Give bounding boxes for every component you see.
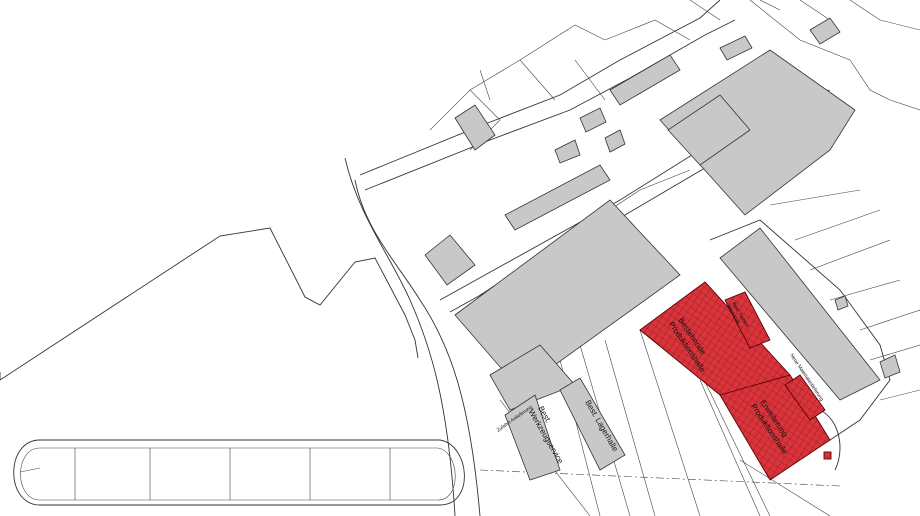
building-upper-strip-4 <box>604 129 626 153</box>
existing-buildings <box>424 17 901 481</box>
building-upper-box <box>454 104 496 151</box>
building-top-small <box>719 35 753 61</box>
building-small-right-2 <box>834 295 849 311</box>
building-mid-strip <box>504 164 611 231</box>
building-upper-strip-3 <box>554 139 581 164</box>
building-upper-strip-2 <box>579 107 607 133</box>
building-top-corner <box>809 17 841 45</box>
building-top-right-main <box>659 49 856 216</box>
building-small-right <box>879 354 901 379</box>
small-red-annex <box>724 291 771 349</box>
new-buildings <box>639 281 832 481</box>
building-werkzeugservice <box>504 394 561 481</box>
building-large-center <box>454 199 681 391</box>
building-left-small <box>424 234 476 286</box>
building-upper-strip-1 <box>609 54 681 106</box>
building-right-long <box>719 227 881 401</box>
building-lagerhalle <box>559 377 626 471</box>
red-strip-right <box>784 374 826 421</box>
building-top-right-left <box>667 94 751 166</box>
red-marker-small <box>823 451 832 460</box>
